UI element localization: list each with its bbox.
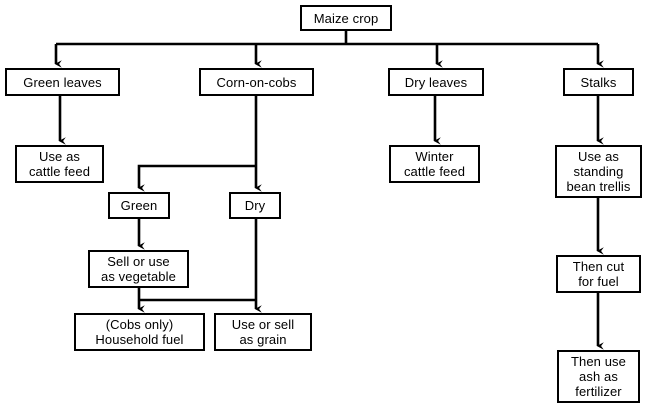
node-label-line: Then cut — [572, 259, 625, 274]
node-corn-on-cobs[interactable]: Corn-on-cobs — [199, 68, 314, 96]
node-label-line: Green leaves — [23, 74, 102, 90]
node-cobs-only-household-fuel[interactable]: (Cobs only)Household fuel — [74, 313, 205, 351]
node-label-line: Maize crop — [313, 10, 379, 26]
node-label-line: for fuel — [578, 274, 619, 289]
node-label-line: Use as — [38, 149, 81, 164]
node-label-line: Dry leaves — [404, 74, 468, 90]
node-maize-crop[interactable]: Maize crop — [300, 5, 392, 31]
node-label-line: cattle feed — [28, 164, 91, 179]
node-label-line: as vegetable — [101, 269, 176, 284]
node-label-line: Green — [120, 198, 158, 213]
node-label-line: Use or sell — [231, 317, 295, 332]
node-dry[interactable]: Dry — [229, 192, 281, 219]
node-label-line: standing — [573, 164, 624, 179]
node-green-leaves[interactable]: Green leaves — [5, 68, 120, 96]
node-label-line: Household fuel — [95, 332, 184, 347]
node-label-line: Winter — [415, 149, 454, 164]
node-label-line: bean trellis — [566, 179, 631, 194]
node-label-line: (Cobs only) — [105, 317, 174, 332]
node-label-line: Then use — [570, 354, 626, 369]
node-label-line: Use as — [577, 149, 620, 164]
node-green[interactable]: Green — [108, 192, 170, 219]
node-stalks[interactable]: Stalks — [563, 68, 634, 96]
node-label-line: cattle feed — [403, 164, 466, 179]
node-label-line: Dry — [244, 198, 266, 213]
node-label-line: Stalks — [580, 74, 617, 90]
node-label-line: ash as — [579, 369, 618, 384]
node-label-line: Corn-on-cobs — [216, 74, 297, 90]
edge-corn-to-green — [137, 164, 256, 192]
node-label-line: fertilizer — [575, 384, 622, 399]
node-dry-leaves[interactable]: Dry leaves — [388, 68, 484, 96]
node-label-line: as grain — [239, 332, 287, 347]
node-label-line: Sell or use — [107, 254, 170, 269]
